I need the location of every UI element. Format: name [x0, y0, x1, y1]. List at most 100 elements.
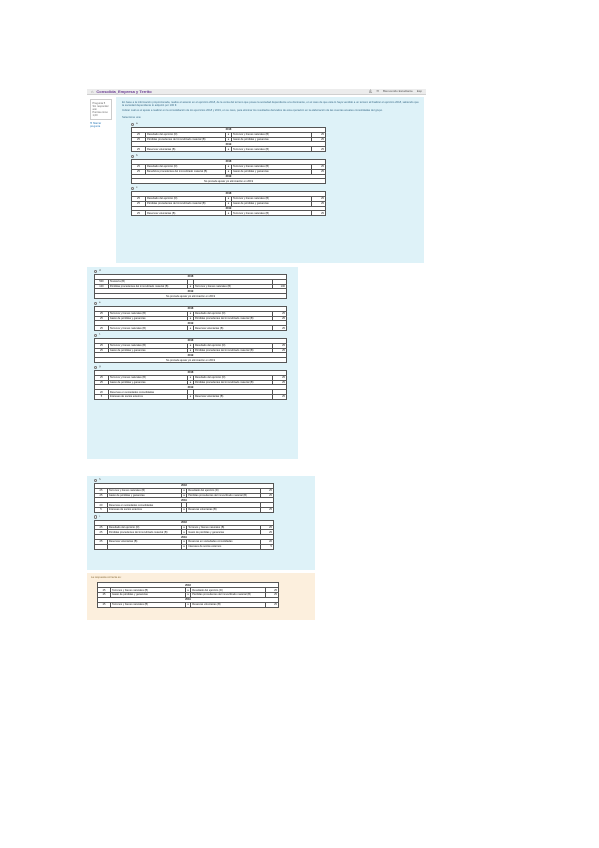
course-navbar: ⌂ Consolida_Empresa y Territo 🔔︎ ✉︎ Bien… — [87, 89, 426, 95]
option-letter: h. — [98, 478, 102, 482]
option-radio[interactable] — [131, 186, 135, 191]
debit-amount: 25 — [94, 325, 109, 332]
option-letter: i. — [98, 515, 101, 519]
flag-question-link[interactable]: ⚑ Marcar pregunta — [90, 122, 102, 129]
credit-amount: 5 — [260, 543, 274, 550]
option-letter: g. — [98, 365, 102, 369]
debit-amount: 25 — [131, 146, 146, 153]
question-number: Pregunta 5 — [92, 101, 106, 105]
debit-account: Terrenos y bienes naturales (B) — [110, 601, 186, 608]
debit-amount: 25 — [96, 601, 112, 608]
option-radio[interactable] — [94, 301, 98, 305]
debit-account: Intereses de socios externos — [106, 507, 182, 513]
debit-amount: 5 — [94, 507, 108, 513]
option-letter: c. — [135, 186, 139, 190]
debit-account — [106, 543, 182, 550]
option-letter: d. — [98, 269, 102, 273]
no-adjustment-note: No procede ajuste y/o eliminación en 201… — [131, 178, 326, 185]
credit-account: Terrenos y bienes naturales (B) — [230, 210, 312, 217]
option-radio[interactable] — [94, 365, 98, 369]
journal-row: No procede ajuste y/o eliminación en 201… — [94, 293, 287, 300]
option-radio[interactable] — [94, 478, 98, 482]
credit-amount: 25 — [272, 325, 287, 332]
option-letter: e. — [98, 301, 102, 305]
option-radio[interactable] — [94, 269, 98, 273]
credit-amount: 25 — [260, 507, 274, 513]
debit-account: Reservas voluntarias (B) — [144, 210, 226, 217]
user-menu[interactable]: Bienvenido Estudiante — [382, 89, 413, 93]
question-status: Sin responder aún — [92, 104, 109, 111]
credit-account: Reservas voluntarias (B) — [192, 394, 274, 400]
credit-amount: 25 — [264, 601, 280, 608]
question-content: En base a la información proporcionada, … — [116, 97, 424, 263]
no-adjustment-note: No procede ajuste y/o eliminación en 201… — [94, 357, 287, 364]
journal-row: No procede ajuste y/o eliminación en 201… — [94, 357, 287, 364]
debit-amount — [94, 543, 108, 550]
debit-amount: 25 — [131, 210, 146, 217]
credit-account: Intereses de socios externos — [186, 543, 262, 550]
credit-amount: 25 — [272, 394, 287, 400]
home-icon[interactable]: ⌂ — [91, 89, 94, 94]
correct-answer-label: La respuesta correcta es: — [91, 576, 122, 579]
question-paragraph: En base a la información proporcionada, … — [122, 101, 419, 108]
question-points: Puntúa como 1,00 — [92, 111, 108, 118]
no-adjustment-note: No procede ajuste y/o eliminación en 201… — [94, 293, 287, 300]
quiz-screenshot-1: ⌂ Consolida_Empresa y Territo 🔔︎ ✉︎ Bien… — [87, 89, 426, 263]
credit-account: Terrenos y bienes naturales (B) — [230, 146, 312, 153]
question-paragraph: Indicar cuál es el ajuste a realizar en … — [122, 109, 383, 113]
option-radio[interactable] — [94, 515, 98, 519]
bell-icon[interactable]: 🔔︎ — [368, 89, 373, 93]
chat-icon[interactable]: ✉︎ — [376, 89, 379, 93]
option-letter: b. — [135, 154, 139, 158]
debit-account: Intereses de socios externos — [107, 394, 189, 400]
option-radio[interactable] — [131, 154, 135, 159]
credit-amount: 25 — [310, 210, 327, 217]
credit-account: Reservas voluntarias (B) — [186, 507, 262, 513]
select-label: Seleccione una: — [122, 115, 142, 119]
debit-account: Terrenos y bienes naturales (B) — [107, 325, 189, 332]
credit-amount: 25 — [310, 146, 327, 153]
question-info-panel: Pregunta 5 Sin responder aún Puntúa como… — [87, 95, 115, 263]
journal-row: No procede ajuste y/o eliminación en 201… — [131, 178, 326, 185]
option-radio[interactable] — [131, 122, 135, 126]
option-letter: a. — [135, 122, 139, 126]
language-menu[interactable]: Esp — [416, 89, 422, 93]
option-radio[interactable] — [94, 333, 98, 337]
credit-account: Reservas voluntarias (B) — [192, 325, 274, 332]
credit-account: Reservas voluntarias (B) — [190, 601, 266, 608]
debit-amount: 5 — [94, 394, 109, 400]
option-letter: f. — [98, 333, 101, 337]
course-title[interactable]: Consolida_Empresa y Territo — [96, 89, 152, 94]
debit-account: Reservas voluntarias (B) — [144, 146, 226, 153]
